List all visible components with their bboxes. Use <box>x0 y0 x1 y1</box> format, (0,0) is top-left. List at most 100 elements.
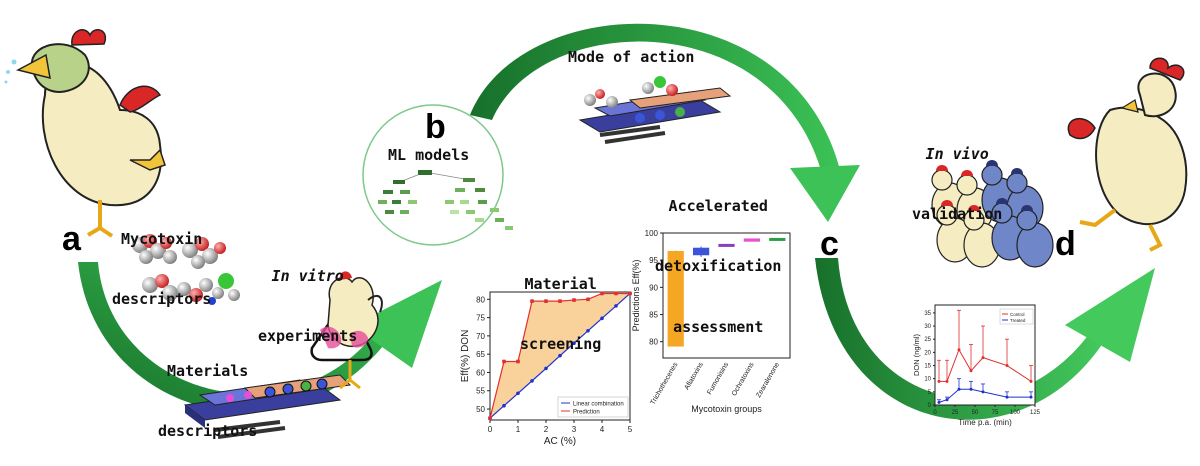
y-tick-label: 85 <box>649 311 658 320</box>
data-point <box>981 390 985 394</box>
y-tick-label: 95 <box>649 256 658 265</box>
category-label: Ochratoxins <box>731 361 756 397</box>
data-point <box>600 316 604 321</box>
data-point <box>572 298 576 302</box>
x-tick-label: 4 <box>600 425 605 434</box>
data-point <box>530 379 534 383</box>
data-point <box>981 356 985 360</box>
data-point <box>572 341 576 346</box>
y-tick-label: 25 <box>924 337 931 343</box>
x-axis-label: Time p.a. (min) <box>958 418 1012 427</box>
category-label: Trichothecenes <box>650 361 680 406</box>
x-tick-label: 5 <box>628 425 633 434</box>
y-tick-label: 0 <box>928 403 932 409</box>
in-vitro-flask-icon <box>310 271 383 390</box>
category-label: Aflatoxins <box>684 361 705 391</box>
x-axis-label: Mycotoxin groups <box>691 404 762 414</box>
data-point <box>530 299 534 303</box>
data-point <box>516 391 520 396</box>
y-tick-label: 10 <box>924 377 931 383</box>
data-point <box>1005 395 1009 399</box>
data-point <box>937 379 941 383</box>
category-label: Zearalenone <box>755 361 781 399</box>
plot-frame <box>662 232 791 359</box>
y-tick-label: 80 <box>649 338 658 347</box>
legend-box <box>557 396 629 418</box>
legend-box <box>999 308 1034 325</box>
y-tick-label: 75 <box>476 314 485 323</box>
panel-label-c: c <box>820 225 839 263</box>
data-point <box>945 398 949 402</box>
data-point <box>1029 395 1033 399</box>
data-point <box>558 353 562 358</box>
panel-label-d: d <box>1055 225 1076 263</box>
box-1 <box>692 247 710 256</box>
in-vitro-label: In vitro experiments <box>258 266 358 346</box>
data-point <box>502 403 506 408</box>
data-point <box>937 400 941 404</box>
arrow-b-to-c <box>470 23 860 222</box>
x-tick-label: 50 <box>972 410 979 416</box>
y-tick-label: 15 <box>924 364 931 370</box>
x-axis-label: AC (%) <box>544 436 576 447</box>
data-point <box>586 328 590 333</box>
data-point <box>628 291 632 296</box>
sick-chicken-icon <box>4 29 166 238</box>
y-tick-label: 50 <box>476 405 485 414</box>
legend-label: Linear combination <box>573 402 624 408</box>
data-point <box>586 297 590 302</box>
box-0 <box>667 250 684 347</box>
data-point <box>1029 379 1033 383</box>
materials-layers-icon <box>183 374 352 439</box>
x-tick-label: 2 <box>544 425 549 434</box>
data-point <box>544 299 548 303</box>
accelerated-assessment-label: Accelerated detoxification assessment <box>655 196 782 337</box>
data-point <box>488 416 492 420</box>
y-tick-label: 70 <box>476 332 485 341</box>
y-tick-label: 60 <box>476 368 485 377</box>
x-tick-label: 75 <box>992 410 999 416</box>
data-point <box>558 299 562 303</box>
ml-models-label: ML models <box>388 146 470 164</box>
data-point <box>969 369 973 373</box>
mycotoxin-molecules-icon <box>132 234 240 305</box>
x-tick-label: 3 <box>572 425 577 434</box>
x-tick-label: 0 <box>933 410 937 416</box>
data-point <box>544 366 548 371</box>
panel-label-a: a <box>62 220 81 258</box>
healthy-chicken-icon <box>1067 57 1188 252</box>
mode-of-action-icon <box>578 76 732 144</box>
data-point <box>614 291 618 296</box>
y-axis-label: Eff(%) DON <box>460 330 471 383</box>
legend-label: Treated <box>1010 318 1026 323</box>
arrow-c-to-d <box>815 258 1155 420</box>
y-tick-label: 80 <box>476 295 485 304</box>
data-point <box>957 387 961 391</box>
data-point <box>502 359 506 364</box>
y-tick-label: 35 <box>924 311 931 317</box>
x-tick-label: 0 <box>488 425 493 434</box>
data-point <box>600 291 604 296</box>
y-tick-label: 55 <box>476 387 485 396</box>
y-tick-label: 20 <box>924 350 931 356</box>
y-axis-label: Predictions Eff(%) <box>631 260 641 332</box>
in-vivo-flock-icon <box>931 160 1054 268</box>
material-screening-label: Material screening <box>520 274 602 354</box>
box-4 <box>769 237 786 241</box>
legend-label: Control <box>1010 312 1025 317</box>
data-point <box>516 359 520 364</box>
y-tick-label: 30 <box>924 324 931 330</box>
in-vivo-label: In vivo validation <box>912 144 1003 224</box>
ml-models-circle <box>362 104 513 246</box>
data-point <box>957 348 961 352</box>
materials-descriptors-label: Materials descriptors <box>158 361 258 441</box>
mycotoxin-descriptors-label: Mycotoxin descriptors <box>112 229 212 309</box>
legend-label: Prediction <box>573 410 600 416</box>
x-tick-label: 100 <box>1010 410 1021 416</box>
mode-of-action-label: Mode of action <box>568 48 695 66</box>
y-tick-label: 100 <box>645 229 659 238</box>
data-point <box>1005 364 1009 368</box>
